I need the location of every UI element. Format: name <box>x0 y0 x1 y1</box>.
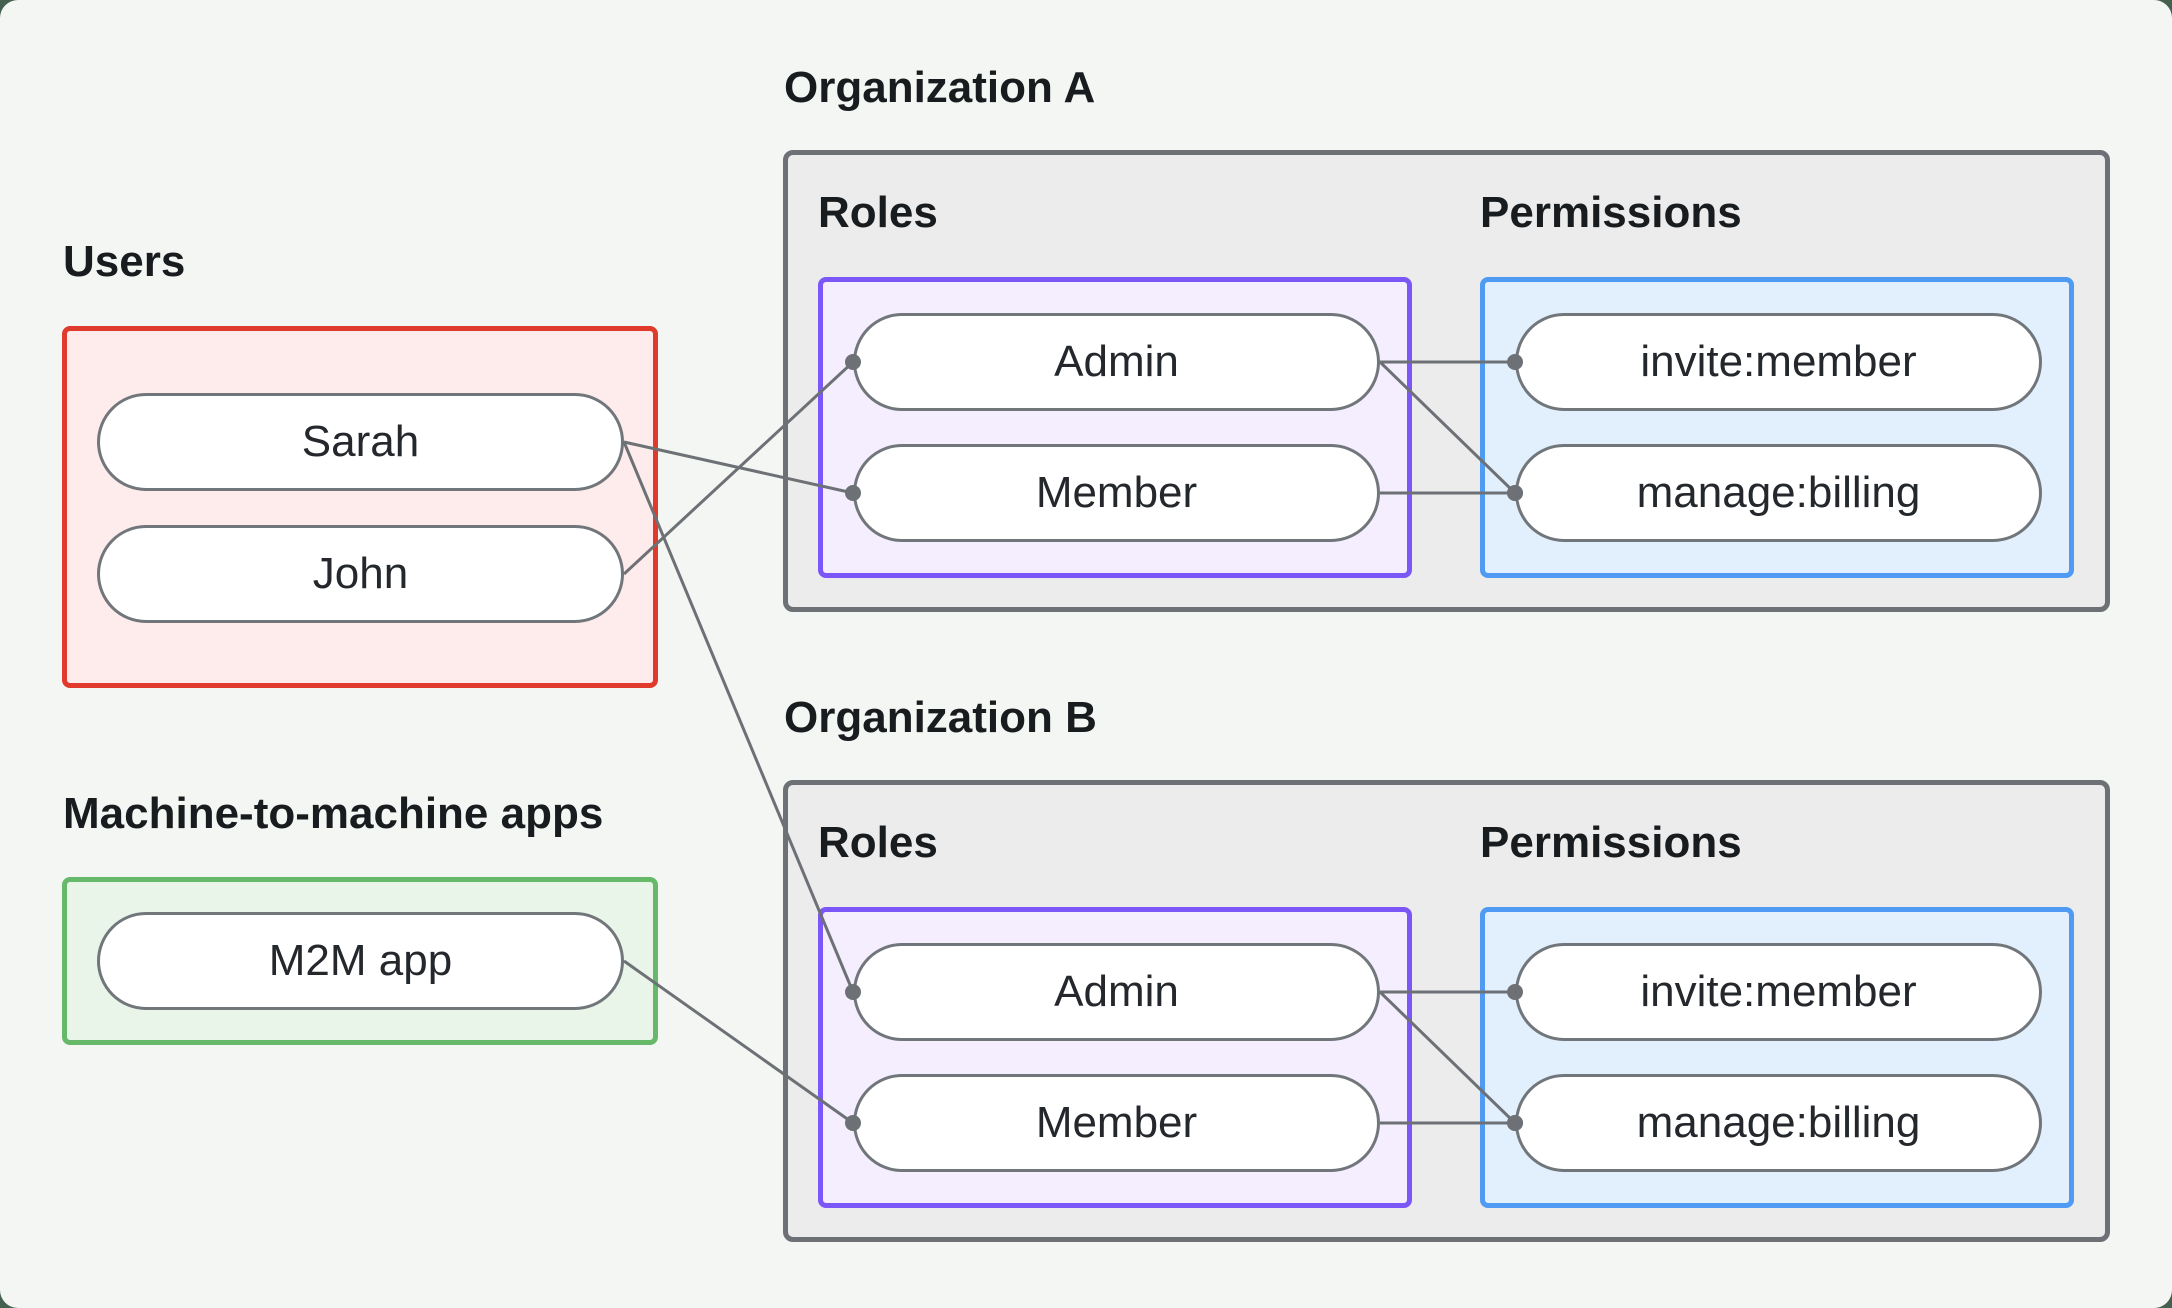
org-b-role-member-label: Member <box>1035 1098 1198 1147</box>
user-pill-sarah: Sarah <box>97 393 624 491</box>
org-b-perm-invite-label: invite:member <box>1640 967 1917 1016</box>
org-a-perm-invite-label: invite:member <box>1640 337 1917 386</box>
user-pill-john-label: John <box>312 549 409 598</box>
org-a-label: Organization A <box>784 63 1096 112</box>
users-group-label: Users <box>63 237 186 286</box>
org-b-role-pill-admin: Admin <box>853 943 1380 1041</box>
org-a-role-admin-label: Admin <box>1054 337 1179 386</box>
org-b-roles-box: Admin Member <box>818 907 1412 1208</box>
org-a-role-pill-admin: Admin <box>853 313 1380 411</box>
m2m-group-label: Machine-to-machine apps <box>63 789 604 838</box>
user-pill-john: John <box>97 525 624 623</box>
user-pill-sarah-label: Sarah <box>301 417 420 466</box>
org-b-perm-billing-label: manage:billing <box>1636 1098 1921 1147</box>
users-group-box: Sarah John <box>62 326 658 688</box>
org-b-label: Organization B <box>784 693 1097 742</box>
org-a-permissions-label: Permissions <box>1480 188 1742 237</box>
org-a-perm-pill-billing: manage:billing <box>1515 444 2042 542</box>
org-b-permissions-label: Permissions <box>1480 818 1742 867</box>
org-a-roles-label: Roles <box>818 188 938 237</box>
org-a-role-member-label: Member <box>1035 468 1198 517</box>
org-a-permissions-box: invite:member manage:billing <box>1480 277 2074 578</box>
org-b-perm-pill-invite: invite:member <box>1515 943 2042 1041</box>
org-b-role-admin-label: Admin <box>1054 967 1179 1016</box>
org-a-role-pill-member: Member <box>853 444 1380 542</box>
org-b-perm-pill-billing: manage:billing <box>1515 1074 2042 1172</box>
org-a-box: Roles Permissions Admin Member invite:me… <box>783 150 2110 612</box>
m2m-group-box: M2M app <box>62 877 658 1045</box>
org-a-roles-box: Admin Member <box>818 277 1412 578</box>
org-b-box: Roles Permissions Admin Member invite:me… <box>783 780 2110 1242</box>
org-b-permissions-box: invite:member manage:billing <box>1480 907 2074 1208</box>
org-b-role-pill-member: Member <box>853 1074 1380 1172</box>
m2m-pill-app-label: M2M app <box>268 936 453 985</box>
m2m-pill-app: M2M app <box>97 912 624 1010</box>
org-a-perm-billing-label: manage:billing <box>1636 468 1921 517</box>
org-a-perm-pill-invite: invite:member <box>1515 313 2042 411</box>
org-b-roles-label: Roles <box>818 818 938 867</box>
